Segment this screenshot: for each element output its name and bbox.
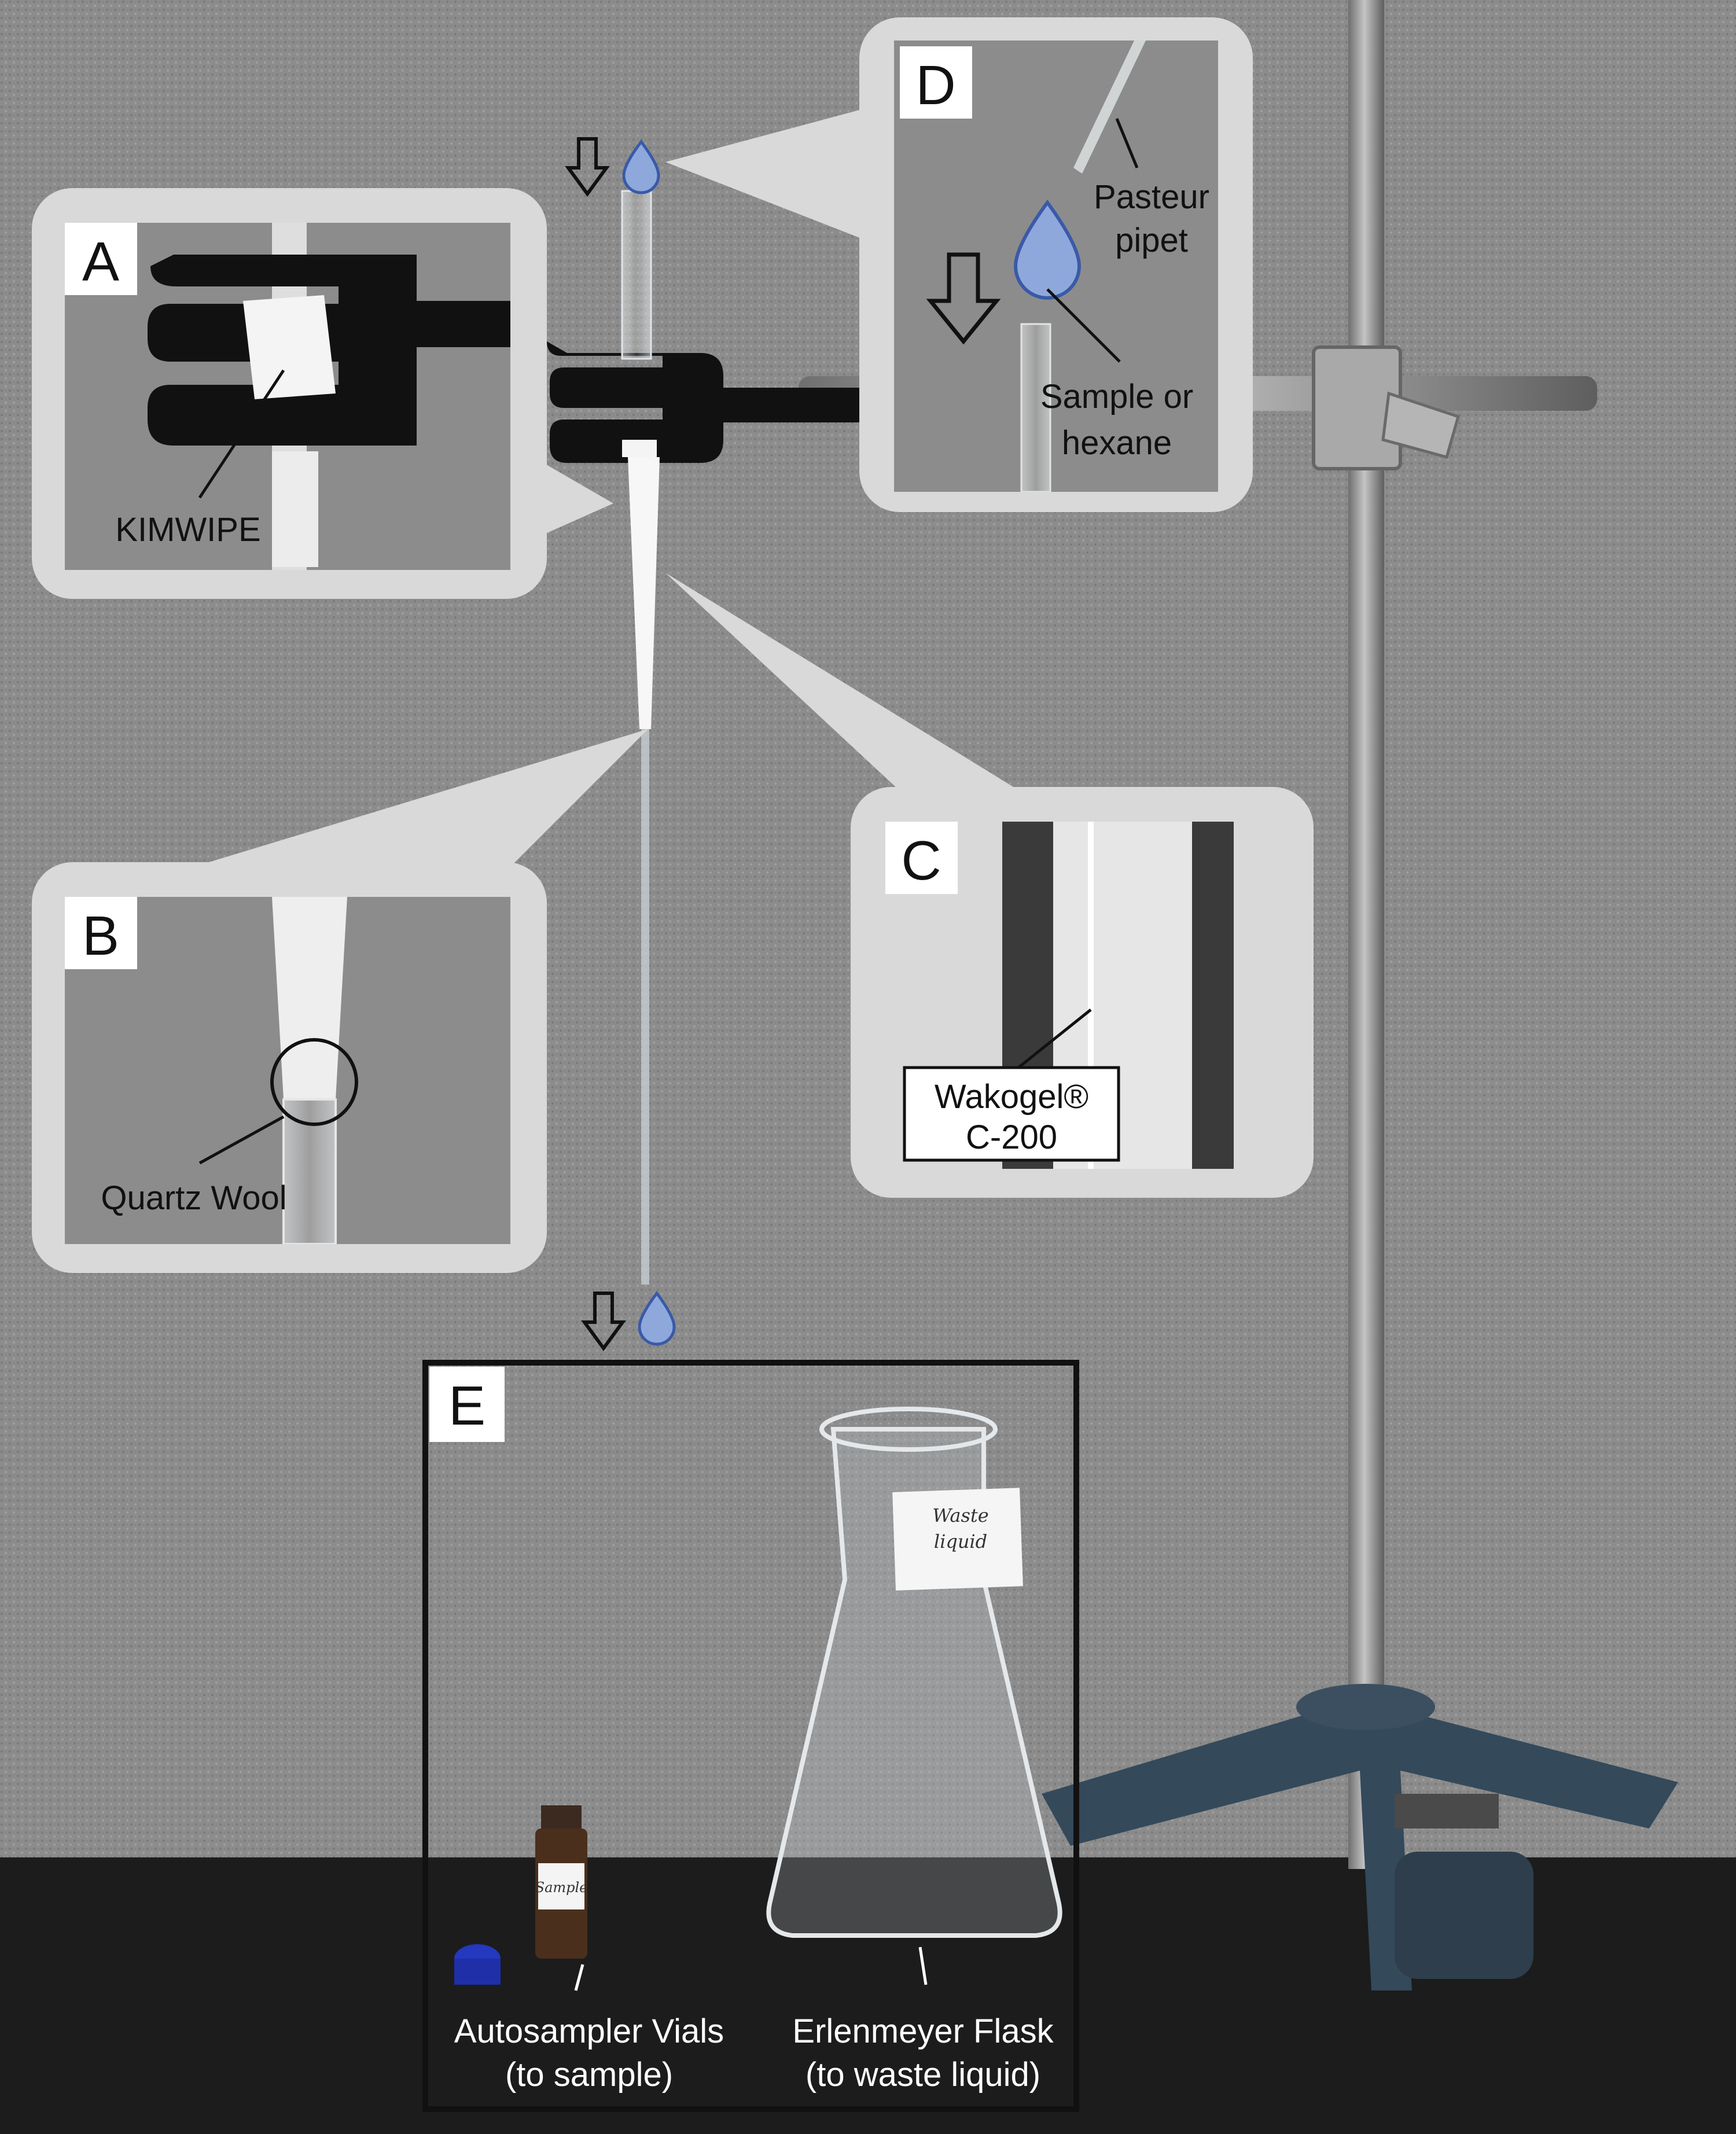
chromatography-column [621, 190, 660, 1285]
pasteur-label-line1: Pasteur [1094, 178, 1209, 216]
ring-stand [1042, 0, 1678, 1990]
vials-label-line2: (to sample) [505, 2056, 673, 2093]
quartz-wool-label: Quartz Wool [101, 1179, 286, 1217]
panel-b: B Quartz Wool [32, 862, 547, 1273]
flask-tag-line1: Waste [932, 1504, 988, 1526]
droplet-icon [638, 1290, 676, 1346]
vials-label-line1: Autosampler Vials [454, 2012, 724, 2050]
down-arrow-icon [581, 1292, 626, 1352]
panel-d: D Pasteur pipet Sample or hexane [859, 17, 1253, 512]
autosampler-vial: Sample [454, 1805, 587, 1985]
panel-d-letter: D [915, 54, 955, 116]
down-arrow-icon [565, 137, 610, 197]
column-clamp [547, 341, 862, 463]
panel-e: Waste liquid Sample E Autosampler Vials … [422, 1360, 1079, 2112]
panel-a-letter: A [82, 231, 119, 293]
sample-label-line1: Sample or [1040, 378, 1193, 415]
vial-tag: Sample [535, 1879, 588, 1896]
down-arrow-icon [926, 252, 1001, 345]
bottom-drop-indicator [581, 1290, 676, 1352]
erlenmeyer-flask: Waste liquid [766, 1407, 1062, 1938]
droplet-icon [1013, 199, 1082, 300]
flask-label-line1: Erlenmeyer Flask [792, 2012, 1054, 2050]
panel-c-letter: C [901, 830, 941, 892]
kimwipe-label: KIMWIPE [115, 511, 260, 549]
panel-e-letter: E [448, 1375, 486, 1437]
wakogel-label-line2: C-200 [966, 1118, 1057, 1156]
panel-a: A KIMWIPE [32, 188, 547, 599]
droplet-icon [622, 139, 660, 194]
flask-tag-line2: liquid [934, 1530, 987, 1552]
top-drop-indicator [565, 137, 660, 197]
panel-b-letter: B [82, 905, 119, 967]
pasteur-label-line2: pipet [1115, 222, 1188, 259]
sample-label-line2: hexane [1062, 424, 1172, 462]
wakogel-label-line1: Wakogel® [935, 1078, 1088, 1116]
callout-wedges [75, 98, 1042, 903]
flask-label-line2: (to waste liquid) [806, 2056, 1040, 2093]
panel-c: C Wakogel® C-200 [851, 787, 1314, 1198]
